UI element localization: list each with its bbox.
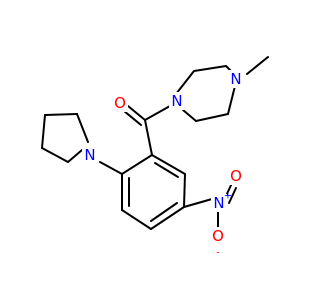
atom-symbol: N bbox=[230, 70, 241, 88]
bond-nitro-double-b bbox=[228, 187, 237, 204]
atom-symbol: N bbox=[84, 146, 95, 164]
bond-ring-c6-c5 bbox=[183, 173, 186, 208]
bond-pyrrolidine-1 bbox=[67, 149, 83, 163]
atom-piperazine-n4: N bbox=[228, 70, 244, 88]
bond-pyrrolidine-5 bbox=[76, 113, 89, 143]
bond-carbonyl-piperazine bbox=[144, 105, 171, 121]
atom-nitro-o-single: O - bbox=[210, 227, 226, 259]
atom-charge: + bbox=[224, 191, 232, 202]
bond-carbonyl-double-a bbox=[127, 105, 146, 121]
bond-pyrrolidine-4 bbox=[44, 113, 78, 116]
bond-ring-c2-c1 bbox=[121, 154, 153, 175]
bond-ring-c1-c6 bbox=[151, 154, 186, 175]
bond-aryl-nitro bbox=[183, 198, 213, 208]
atom-symbol: N bbox=[171, 92, 182, 110]
atom-carbonyl-oxygen: O bbox=[112, 94, 128, 112]
atom-symbol: N bbox=[213, 194, 224, 212]
atom-symbol: O bbox=[212, 227, 224, 245]
bond-ring-c4-c3 bbox=[121, 209, 152, 230]
atom-labels: O N N N N + O O - bbox=[82, 70, 244, 259]
bond-pyrrolidine-2 bbox=[41, 147, 69, 163]
bond-ring-c5-c4 bbox=[150, 206, 185, 230]
bond-pyrrolidine-3 bbox=[41, 114, 46, 149]
bond-piperazine-4 bbox=[227, 85, 236, 115]
bond-piperazine-6 bbox=[182, 109, 197, 122]
atom-piperazine-n1: N bbox=[169, 92, 185, 110]
atom-symbol: O bbox=[114, 94, 126, 112]
bond-carbonyl-aryl bbox=[144, 119, 153, 156]
bond-n-methyl bbox=[246, 56, 269, 75]
bond-piperazine-1 bbox=[175, 70, 195, 95]
atom-pyrrolidine-n: N bbox=[82, 146, 98, 164]
bond-piperazine-2 bbox=[193, 65, 227, 72]
bond-piperazine-5 bbox=[195, 113, 229, 122]
bond-ring-inner-2 bbox=[150, 202, 178, 222]
bond-ring-inner-1 bbox=[154, 162, 179, 178]
chemical-structure-diagram: O N N N N + O O - bbox=[41, 56, 269, 259]
atom-nitro-n: N + bbox=[211, 191, 232, 212]
bonds bbox=[41, 56, 269, 230]
atom-charge: - bbox=[216, 248, 220, 259]
atom-symbol: O bbox=[230, 167, 242, 185]
atom-nitro-o-double: O bbox=[228, 167, 244, 185]
bond-aryl-pyrrolidine bbox=[99, 161, 123, 175]
bond-carbonyl-double-b bbox=[123, 110, 142, 126]
